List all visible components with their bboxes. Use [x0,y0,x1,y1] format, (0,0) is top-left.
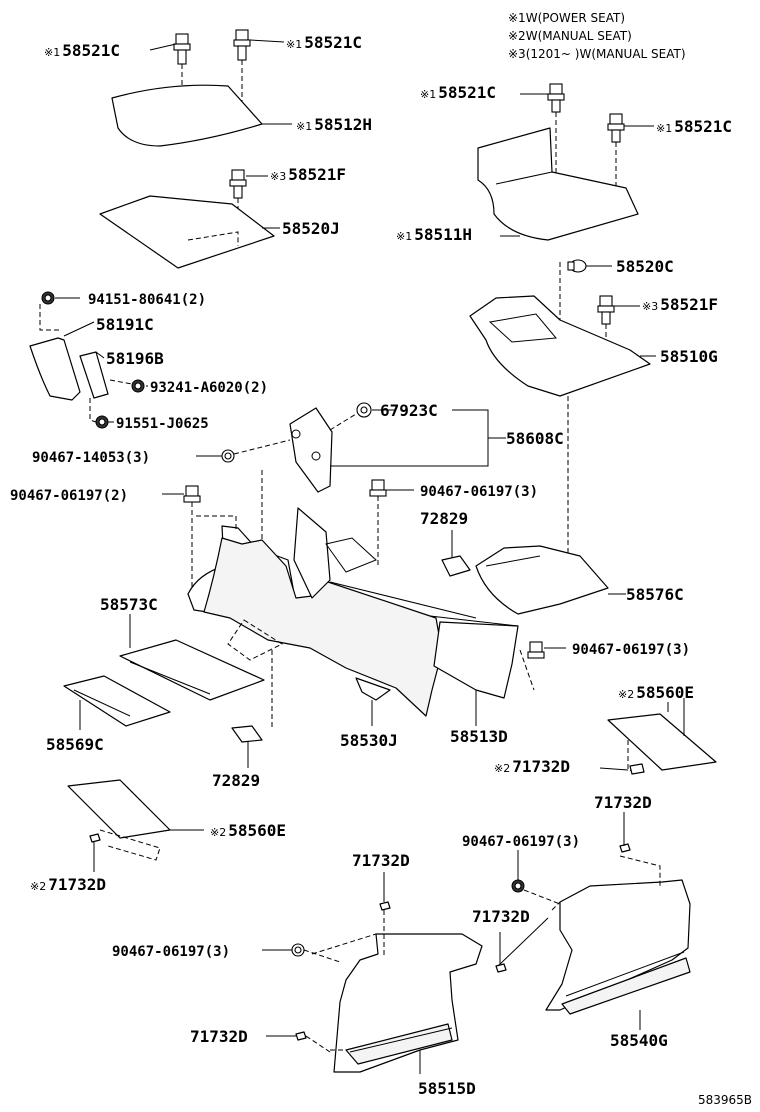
pad-58530j-small [355,677,391,701]
bolt-90467-14053-icon [221,449,235,463]
carpet-58530j [203,537,443,717]
label-91551: 91551-J0625 [116,416,209,432]
upper-right-seat-group [469,83,656,578]
note-3: ※3(1201~ )W(MANUAL SEAT) [508,47,686,61]
drawing-code: 583965B [698,1093,752,1107]
label-58196b: 58196B [106,349,164,368]
label-58608c: 58608C [506,429,564,448]
label-58573c: 58573C [100,595,158,614]
bracket-58196b [79,351,109,399]
pad-58520j [99,195,275,269]
label-58576c: 58576C [626,585,684,604]
cushion-58512h [111,84,263,147]
label-90467: 90467-06197(2) [10,488,128,504]
label-58513d: 58513D [450,727,508,746]
label-58569c: 58569C [46,735,104,754]
label-71732d: 71732D [190,1027,248,1046]
carpet-58540g [545,879,691,1011]
pad-71732d-d [495,963,507,973]
pad-71732d-b [295,1031,307,1041]
insulator-72829-bottom [231,725,263,743]
bolt-93241-icon [131,379,145,393]
grommet-58520c-icon [567,259,587,273]
label-72829: 72829 [212,771,260,790]
clip-58521c-icon [547,83,565,113]
label-93241: 93241-A6020(2) [150,380,268,396]
label-72829: 72829 [420,509,468,528]
carpet-58515d-group [291,872,483,1074]
clip-90467-icon [291,943,305,957]
label-71732d: 71732D [472,907,530,926]
seat-notes: ※1W(POWER SEAT) ※2W(MANUAL SEAT) ※3(1201… [508,11,686,61]
label-71732d: 71732D [594,793,652,812]
center-bracket-group [221,402,506,540]
pad-58510g [469,295,651,397]
clip-58521f-icon [597,295,615,325]
label-58520j: 58520J [282,219,340,238]
right-plate-group [607,698,717,775]
pad-71732d-left [89,833,101,843]
pad-58569c [63,675,171,727]
label-58530j: 58530J [340,731,398,750]
label-90467-14053: 90467-14053(3) [32,450,150,466]
bolt-94151-icon [41,291,55,305]
left-bracket-group [29,291,145,429]
clip-58521c-icon [233,29,251,61]
clip-90467-icon [527,641,545,659]
left-lower-pads [63,614,265,768]
label-90467: 90467-06197(3) [112,944,230,960]
label-90467: 90467-06197(3) [572,642,690,658]
label-90467: 90467-06197(3) [462,834,580,850]
note-2: ※2W(MANUAL SEAT) [508,29,632,43]
pad-71732d-a [379,901,391,911]
carpet-58513d [433,621,519,699]
plate-58560e-left [67,779,171,839]
grommet-67923c-icon [356,402,372,418]
bracket-58191c [29,337,81,401]
label-58191c: 58191C [96,315,154,334]
carpet-58530j-front [293,507,331,599]
upper-left-seat-group [99,29,292,269]
clip-90467-icon [183,485,201,503]
clip-58521c-icon [607,113,625,143]
pad-71732d-c [619,843,631,853]
clip-90467-icon [511,879,525,893]
label-94151: 94151-80641(2) [88,292,206,308]
clip-58521f-icon [229,169,247,199]
plate-58560e-right [607,713,717,771]
left-plate-group [67,779,204,872]
clip-58521c-icon [173,33,191,65]
label-58510g: 58510G [660,347,718,366]
pad-71732d-right [629,763,645,775]
note-1: ※1W(POWER SEAT) [508,11,625,25]
clip-90467-icon [369,479,387,497]
cushion-58511h [477,127,639,241]
label-58515d: 58515D [418,1079,476,1098]
floor-carpet-group [183,479,626,730]
label-58520c: 58520C [616,257,674,276]
label-58540g: 58540G [610,1031,668,1050]
bolt-91551-icon [95,415,109,429]
label-71732d: 71732D [352,851,410,870]
label-90467: 90467-06197(3) [420,484,538,500]
insulator-72829-top [441,555,471,577]
label-67923c: 67923C [380,401,438,420]
pad-58573c [119,639,265,701]
pad-58576c [475,545,609,615]
bracket-58608c [289,407,333,493]
